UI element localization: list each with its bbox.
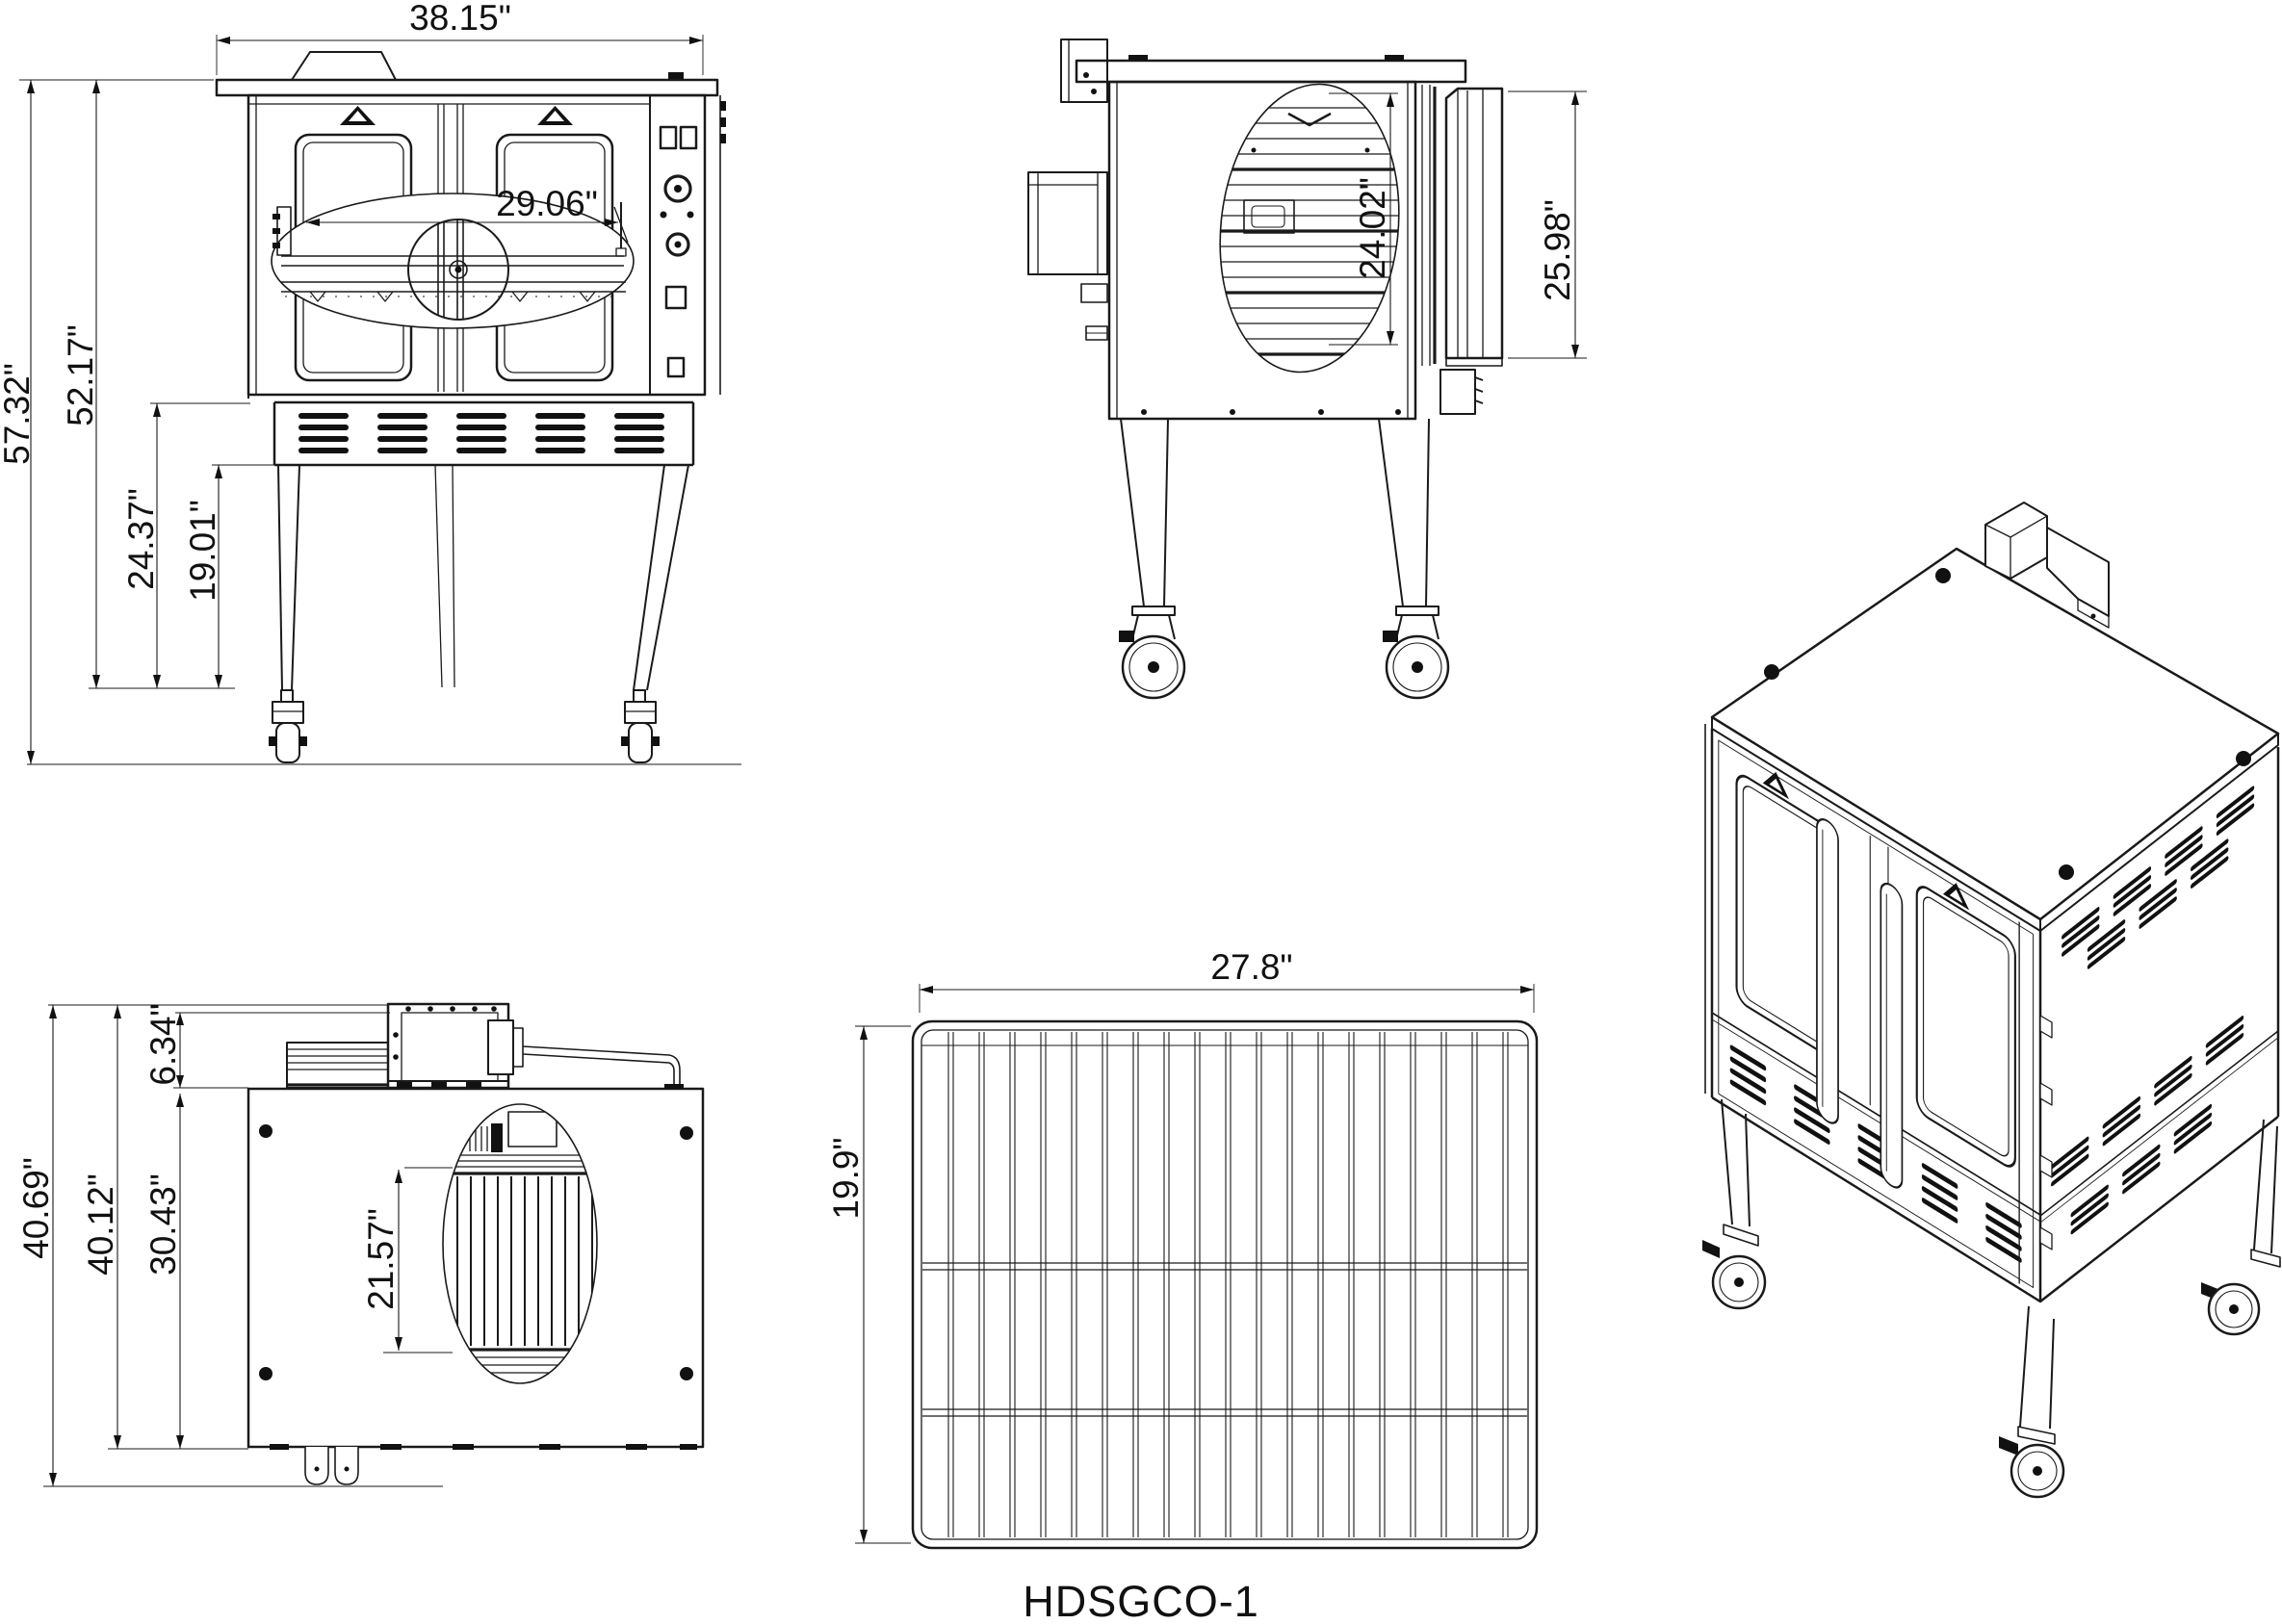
cabinet-body — [246, 93, 707, 397]
isometric-view — [1702, 502, 2281, 1499]
switch — [664, 285, 687, 310]
warning-triangle-icon — [1762, 771, 1789, 800]
flue-cap — [291, 51, 397, 81]
control-panel — [649, 95, 698, 395]
rotisserie-width-label: 29.06" — [496, 184, 598, 223]
fan-housing-label: 21.57" — [361, 1208, 401, 1310]
model-number: HDSGCO-1 — [1023, 1577, 1259, 1624]
dim-body-height: 52.17" — [61, 80, 100, 688]
fan-callout — [442, 1103, 598, 1384]
burner-assembly — [286, 1002, 684, 1090]
door-profile — [1421, 85, 1504, 415]
door-handle — [1816, 818, 1839, 1124]
dim-base-height: 24.37" — [121, 402, 250, 688]
dim-leg-height: 19.01" — [183, 464, 276, 688]
caster — [1999, 1426, 2065, 1499]
dim-body-depth-overall: 40.12" — [81, 1005, 248, 1450]
thermostat-knob — [663, 174, 692, 203]
leg-height-label: 19.01" — [183, 500, 222, 602]
motor-box — [1027, 171, 1108, 341]
door-height-label: 25.98" — [1538, 199, 1577, 301]
rack-width-label: 27.8" — [1210, 947, 1292, 987]
iso-right-door — [1915, 886, 2016, 1168]
body-depth-label: 30.43" — [143, 1173, 183, 1276]
legs — [1120, 418, 1430, 607]
overall-height-label: 57.32" — [0, 363, 37, 465]
dim-cavity-height: 24.02" — [1329, 92, 1398, 346]
iso-front-face — [1712, 729, 2040, 1302]
side-view: 24.02" 25.98" — [1027, 39, 1587, 700]
louvered-base — [247, 395, 695, 467]
top-vent-tab — [668, 72, 684, 80]
warning-triangle-icon — [1942, 883, 1970, 911]
gas-line — [522, 1045, 670, 1056]
timer-knob — [665, 232, 690, 257]
dim-rack-width: 27.8" — [919, 947, 1535, 1013]
oven-rack — [911, 1019, 1539, 1550]
front-width-label: 38.15" — [409, 0, 511, 38]
side-cabinet — [1027, 39, 1467, 421]
dim-fan-housing: 21.57" — [361, 1167, 453, 1353]
rack-crossbars — [922, 1262, 1527, 1417]
rotisserie-wheel — [407, 219, 509, 321]
base-height-label: 24.37" — [121, 488, 161, 590]
caster — [1383, 606, 1450, 700]
caster — [621, 689, 660, 763]
control-nubs — [2039, 1015, 2053, 1250]
dim-front-width: 38.15" — [216, 0, 704, 75]
flue-depth-label: 6.34" — [143, 1003, 183, 1085]
flue-duct — [1984, 502, 2110, 629]
rack-depth-label: 19.9" — [826, 1137, 866, 1219]
caster — [1702, 1224, 1767, 1310]
caster — [269, 689, 307, 763]
door-handle — [1880, 882, 1904, 1189]
dim-body-depth: 30.43" — [143, 1094, 184, 1449]
body-height-label: 52.17" — [61, 324, 100, 426]
cavity-height-label: 24.02" — [1353, 177, 1392, 279]
rack-wires — [947, 1032, 1509, 1537]
legs — [277, 464, 689, 691]
caster — [1119, 606, 1186, 700]
switch — [666, 356, 686, 378]
warning-triangle-icon — [340, 106, 376, 125]
side-body — [1107, 80, 1417, 421]
dim-rotisserie-width: 29.06" — [306, 184, 618, 226]
dim-flue-depth: 6.34" — [143, 1003, 390, 1089]
top-plate — [1075, 59, 1467, 84]
front-view: 29.06" — [0, 0, 741, 765]
dim-door-height: 25.98" — [1508, 90, 1587, 359]
dim-overall-height: 57.32" — [0, 79, 214, 764]
top-plate — [215, 78, 719, 97]
iso-legs — [1721, 1098, 2278, 1430]
warning-triangle-icon — [537, 106, 573, 125]
overall-depth-label: 40.69" — [16, 1157, 56, 1259]
interior-callout — [1218, 83, 1401, 374]
rack-view: 27.8" 19.9" — [826, 947, 1539, 1550]
pilot-dot — [660, 211, 667, 219]
flue-bracket — [1060, 39, 1108, 103]
top-view: 21.57" 40.69" 40.12" 6.34" 30.43" — [16, 1002, 705, 1487]
dim-overall-depth: 40.69" — [16, 1004, 443, 1487]
body-depth-overall-label: 40.12" — [81, 1173, 120, 1276]
gas-connection-box — [1439, 369, 1476, 415]
pilot-dot — [687, 211, 694, 219]
dim-rack-depth: 19.9" — [826, 1025, 911, 1544]
rotisserie-callout: 29.06" — [271, 184, 635, 329]
rear-mounting-tabs — [304, 1447, 359, 1485]
side-louvers — [2051, 786, 2255, 1235]
indicator-light — [659, 125, 678, 150]
caster — [2201, 1249, 2281, 1336]
indicator-light — [679, 125, 698, 150]
